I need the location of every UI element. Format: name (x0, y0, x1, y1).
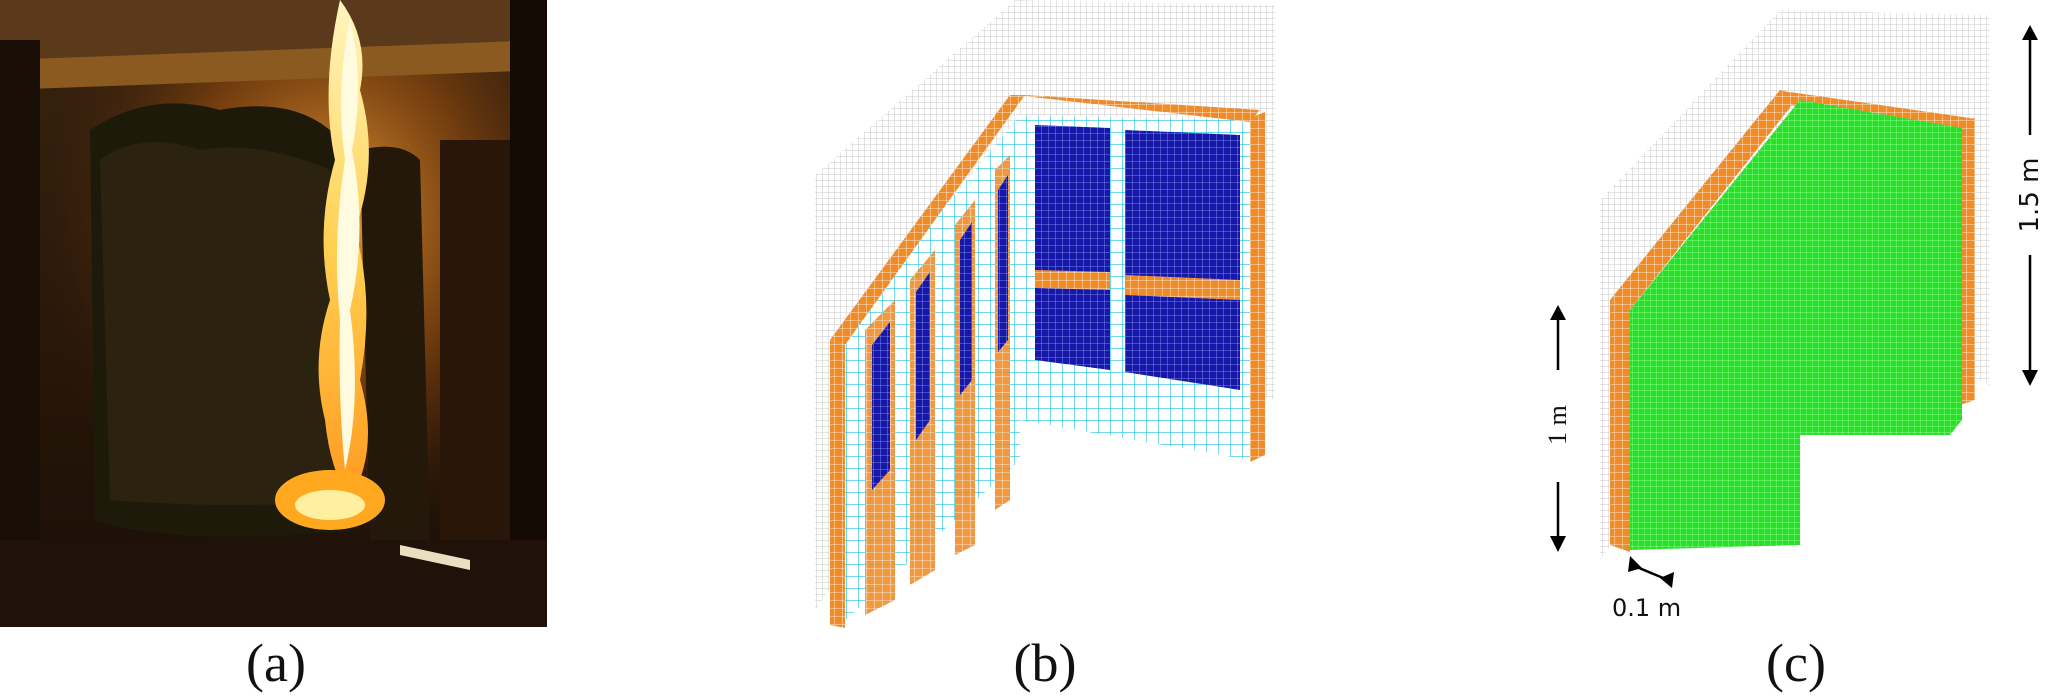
caption-b: (b) (1013, 633, 1077, 693)
dimension-height-total: 1.5 m (2015, 157, 2045, 233)
fire-photo (0, 0, 547, 627)
caption-a: (a) (246, 633, 306, 693)
mesh-render-c (1600, 10, 1990, 560)
caption-c: (c) (1766, 633, 1826, 693)
dimension-thickness: 0.1 m (1612, 594, 1682, 622)
dimension-height-wall: 1 m (1543, 405, 1572, 445)
mesh-render-b (815, 0, 1275, 628)
fire-photo-panel (0, 0, 547, 627)
vegetation-model-c (1590, 0, 1990, 620)
mesh-model-b (810, 0, 1290, 640)
